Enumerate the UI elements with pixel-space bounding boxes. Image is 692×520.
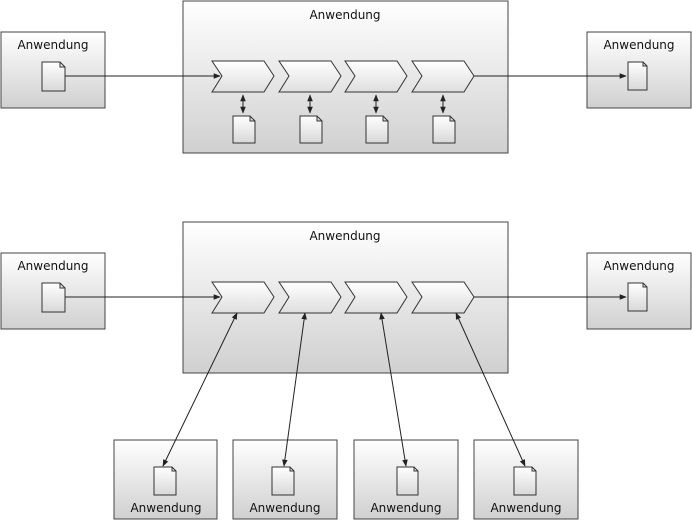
- document-icon: [627, 61, 648, 91]
- top-right-app-label: Anwendung: [603, 38, 674, 52]
- process-step-2: [278, 281, 342, 314]
- top-right-app: Anwendung: [586, 31, 692, 109]
- bottom-left-app-label: Anwendung: [17, 259, 88, 273]
- process-step-3: [344, 281, 408, 314]
- process-step-4: [411, 281, 475, 314]
- document-icon: [271, 466, 295, 496]
- bottom-app-label: Anwendung: [249, 501, 320, 515]
- bottom-app-label: Anwendung: [130, 501, 201, 515]
- top-left-app-label: Anwendung: [17, 38, 88, 52]
- document-icon: [513, 466, 537, 496]
- process-step-4: [411, 60, 475, 93]
- document-icon: [232, 115, 256, 144]
- document-icon: [396, 466, 419, 496]
- bottom-right-app-label: Anwendung: [603, 259, 674, 273]
- top-diagram: Anwendung Anwendung Anwendu: [0, 0, 692, 154]
- process-step-1: [211, 281, 275, 314]
- bottom-container-title: Anwendung: [309, 229, 380, 243]
- connector-arrow: [455, 312, 526, 467]
- top-container: Anwendung: [182, 0, 509, 154]
- bottom-right-app: Anwendung: [586, 252, 692, 330]
- connector-arrow: [379, 312, 408, 467]
- bottom-app-4: Anwendung: [473, 439, 579, 520]
- bottom-app-label: Anwendung: [370, 501, 441, 515]
- bottom-container: Anwendung: [182, 221, 509, 374]
- connector-arrow: [162, 312, 238, 467]
- bottom-app-1: Anwendung: [113, 439, 218, 520]
- top-left-app: Anwendung: [0, 31, 106, 109]
- bottom-left-app: Anwendung: [0, 252, 106, 330]
- connector-arrow: [282, 312, 307, 467]
- document-icon: [365, 115, 389, 144]
- document-icon: [41, 282, 66, 313]
- process-step-2: [278, 60, 342, 93]
- top-container-title: Anwendung: [309, 8, 380, 22]
- document-icon: [299, 115, 323, 144]
- document-icon: [432, 115, 456, 144]
- process-step-3: [344, 60, 408, 93]
- bottom-diagram: Anwendung Anwendung Anwendung Anwendung: [0, 221, 692, 520]
- bottom-app-label: Anwendung: [490, 501, 561, 515]
- bottom-app-2: Anwendung: [232, 439, 338, 520]
- process-step-1: [211, 60, 275, 93]
- document-icon: [41, 61, 66, 92]
- document-icon: [627, 282, 648, 312]
- bottom-app-3: Anwendung: [353, 439, 459, 520]
- document-icon: [153, 466, 177, 496]
